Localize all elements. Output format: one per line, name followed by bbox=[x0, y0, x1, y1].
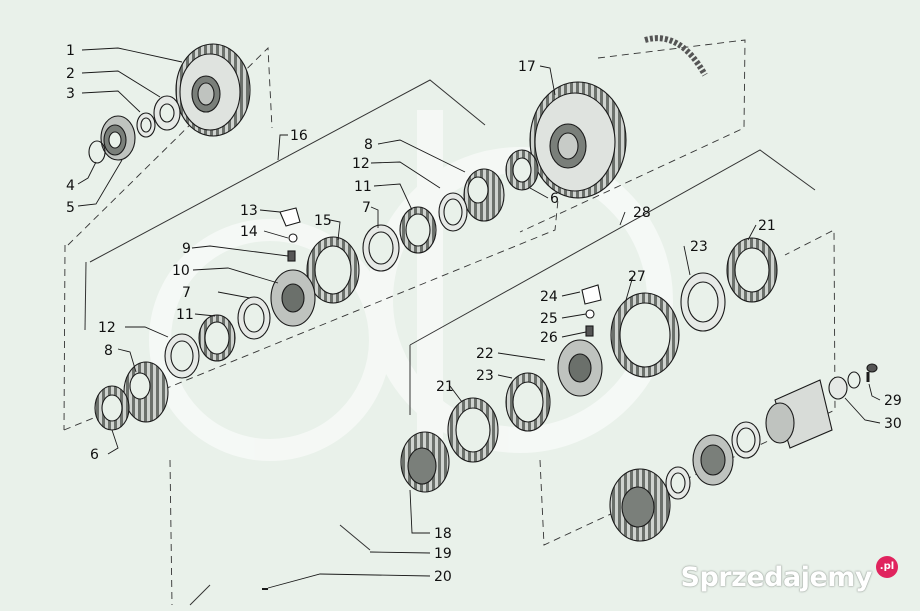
callout-25: 25 bbox=[540, 311, 558, 327]
callout-21-upper: 21 bbox=[758, 218, 776, 234]
callout-12-upper: 12 bbox=[352, 156, 370, 172]
callout-7-lower: 7 bbox=[182, 285, 191, 301]
callout-4: 4 bbox=[66, 178, 75, 194]
shaft-lines bbox=[84, 79, 816, 606]
ball-part-14 bbox=[288, 233, 298, 243]
key-part-13 bbox=[279, 207, 301, 227]
gear-part-8-lower bbox=[123, 361, 169, 423]
snap-ring-part-4 bbox=[88, 140, 106, 164]
bolt-part-29 bbox=[866, 363, 878, 382]
parts bbox=[88, 35, 878, 590]
shaft-16 bbox=[89, 79, 486, 263]
leader-lines bbox=[77, 47, 881, 589]
ring-part-21-upper bbox=[726, 237, 778, 303]
callout-19: 19 bbox=[434, 546, 452, 562]
callout-3: 3 bbox=[66, 86, 75, 102]
bearing-part-5 bbox=[100, 115, 136, 161]
outline-top-right bbox=[519, 39, 746, 233]
shaft-16-left bbox=[84, 261, 87, 331]
ring-part-21-lower bbox=[447, 397, 499, 463]
callout-24: 24 bbox=[540, 289, 558, 305]
washer-part-2 bbox=[153, 95, 181, 131]
callout-10: 10 bbox=[172, 263, 190, 279]
callout-23-lower: 23 bbox=[476, 368, 494, 384]
callout-12-lower: 12 bbox=[98, 320, 116, 336]
key-part-24 bbox=[581, 284, 602, 305]
callout-22: 22 bbox=[476, 346, 494, 362]
shaft-19 bbox=[339, 524, 371, 551]
ring-part-23-lower bbox=[505, 372, 551, 432]
needle-bearing-top bbox=[644, 35, 708, 77]
callout-16: 16 bbox=[290, 128, 308, 144]
callout-20: 20 bbox=[434, 569, 452, 585]
callout-1: 1 bbox=[66, 43, 75, 59]
bearing-lower-right bbox=[692, 434, 734, 486]
callout-28: 28 bbox=[633, 205, 651, 221]
callout-30: 30 bbox=[884, 416, 902, 432]
callout-18: 18 bbox=[434, 526, 452, 542]
sleeve-part-27 bbox=[610, 292, 680, 378]
callout-29: 29 bbox=[884, 393, 902, 409]
callout-13: 13 bbox=[240, 203, 258, 219]
watermark-text: Sprzedajemy bbox=[680, 562, 873, 593]
ring-part-3 bbox=[136, 112, 156, 138]
ring-part-6-lower bbox=[94, 385, 130, 431]
outline-mid bbox=[63, 199, 559, 431]
outline-bottom-left bbox=[169, 459, 173, 606]
washer-part-30 bbox=[828, 376, 848, 400]
callout-11-lower: 11 bbox=[176, 307, 194, 323]
callout-17: 17 bbox=[518, 59, 536, 75]
callout-27: 27 bbox=[628, 269, 646, 285]
callout-15: 15 bbox=[314, 213, 332, 229]
hub-part-22 bbox=[557, 339, 603, 397]
callout-21-lower: 21 bbox=[436, 379, 454, 395]
outline-left bbox=[63, 244, 66, 431]
sprzedajemy-watermark: Sprzedajemy .pl bbox=[680, 555, 898, 593]
callout-7-upper: 7 bbox=[362, 200, 371, 216]
shaft-28 bbox=[409, 149, 816, 346]
shaft-19-tail bbox=[189, 584, 211, 606]
gear-lower-right bbox=[609, 468, 671, 542]
callout-26: 26 bbox=[540, 330, 558, 346]
sleeve-part-15 bbox=[306, 236, 360, 304]
assembly-outlines bbox=[63, 39, 836, 606]
outline-top-left bbox=[67, 46, 273, 246]
callout-2: 2 bbox=[66, 66, 75, 82]
spring-part-26 bbox=[585, 325, 594, 337]
callout-labels: 1 2 3 4 5 6 6 7 7 8 8 9 10 11 11 12 12 1… bbox=[66, 43, 902, 585]
washer-part-30-b bbox=[847, 371, 861, 389]
gear-part-17 bbox=[529, 81, 627, 199]
callout-11-upper: 11 bbox=[354, 179, 372, 195]
spring-part-9 bbox=[287, 250, 296, 262]
gear-part-1 bbox=[175, 43, 251, 137]
ring-part-6-top bbox=[505, 149, 539, 191]
hub-part-10 bbox=[270, 269, 316, 327]
ring-part-11-top bbox=[399, 206, 437, 254]
gear-part-8-top bbox=[463, 168, 505, 222]
gear-part-18 bbox=[400, 431, 450, 493]
callout-23-upper: 23 bbox=[690, 239, 708, 255]
callout-8-lower: 8 bbox=[104, 343, 113, 359]
outline-bottom-right bbox=[539, 229, 836, 546]
ring-part-11-lower bbox=[198, 314, 236, 362]
callout-6-lower: 6 bbox=[90, 447, 99, 463]
callout-9: 9 bbox=[182, 241, 191, 257]
callout-14: 14 bbox=[240, 224, 258, 240]
ball-part-25 bbox=[585, 309, 595, 319]
callout-8-upper: 8 bbox=[364, 137, 373, 153]
watermark-badge: .pl bbox=[876, 555, 898, 578]
callout-5: 5 bbox=[66, 200, 75, 216]
callout-6-upper: 6 bbox=[550, 191, 559, 207]
